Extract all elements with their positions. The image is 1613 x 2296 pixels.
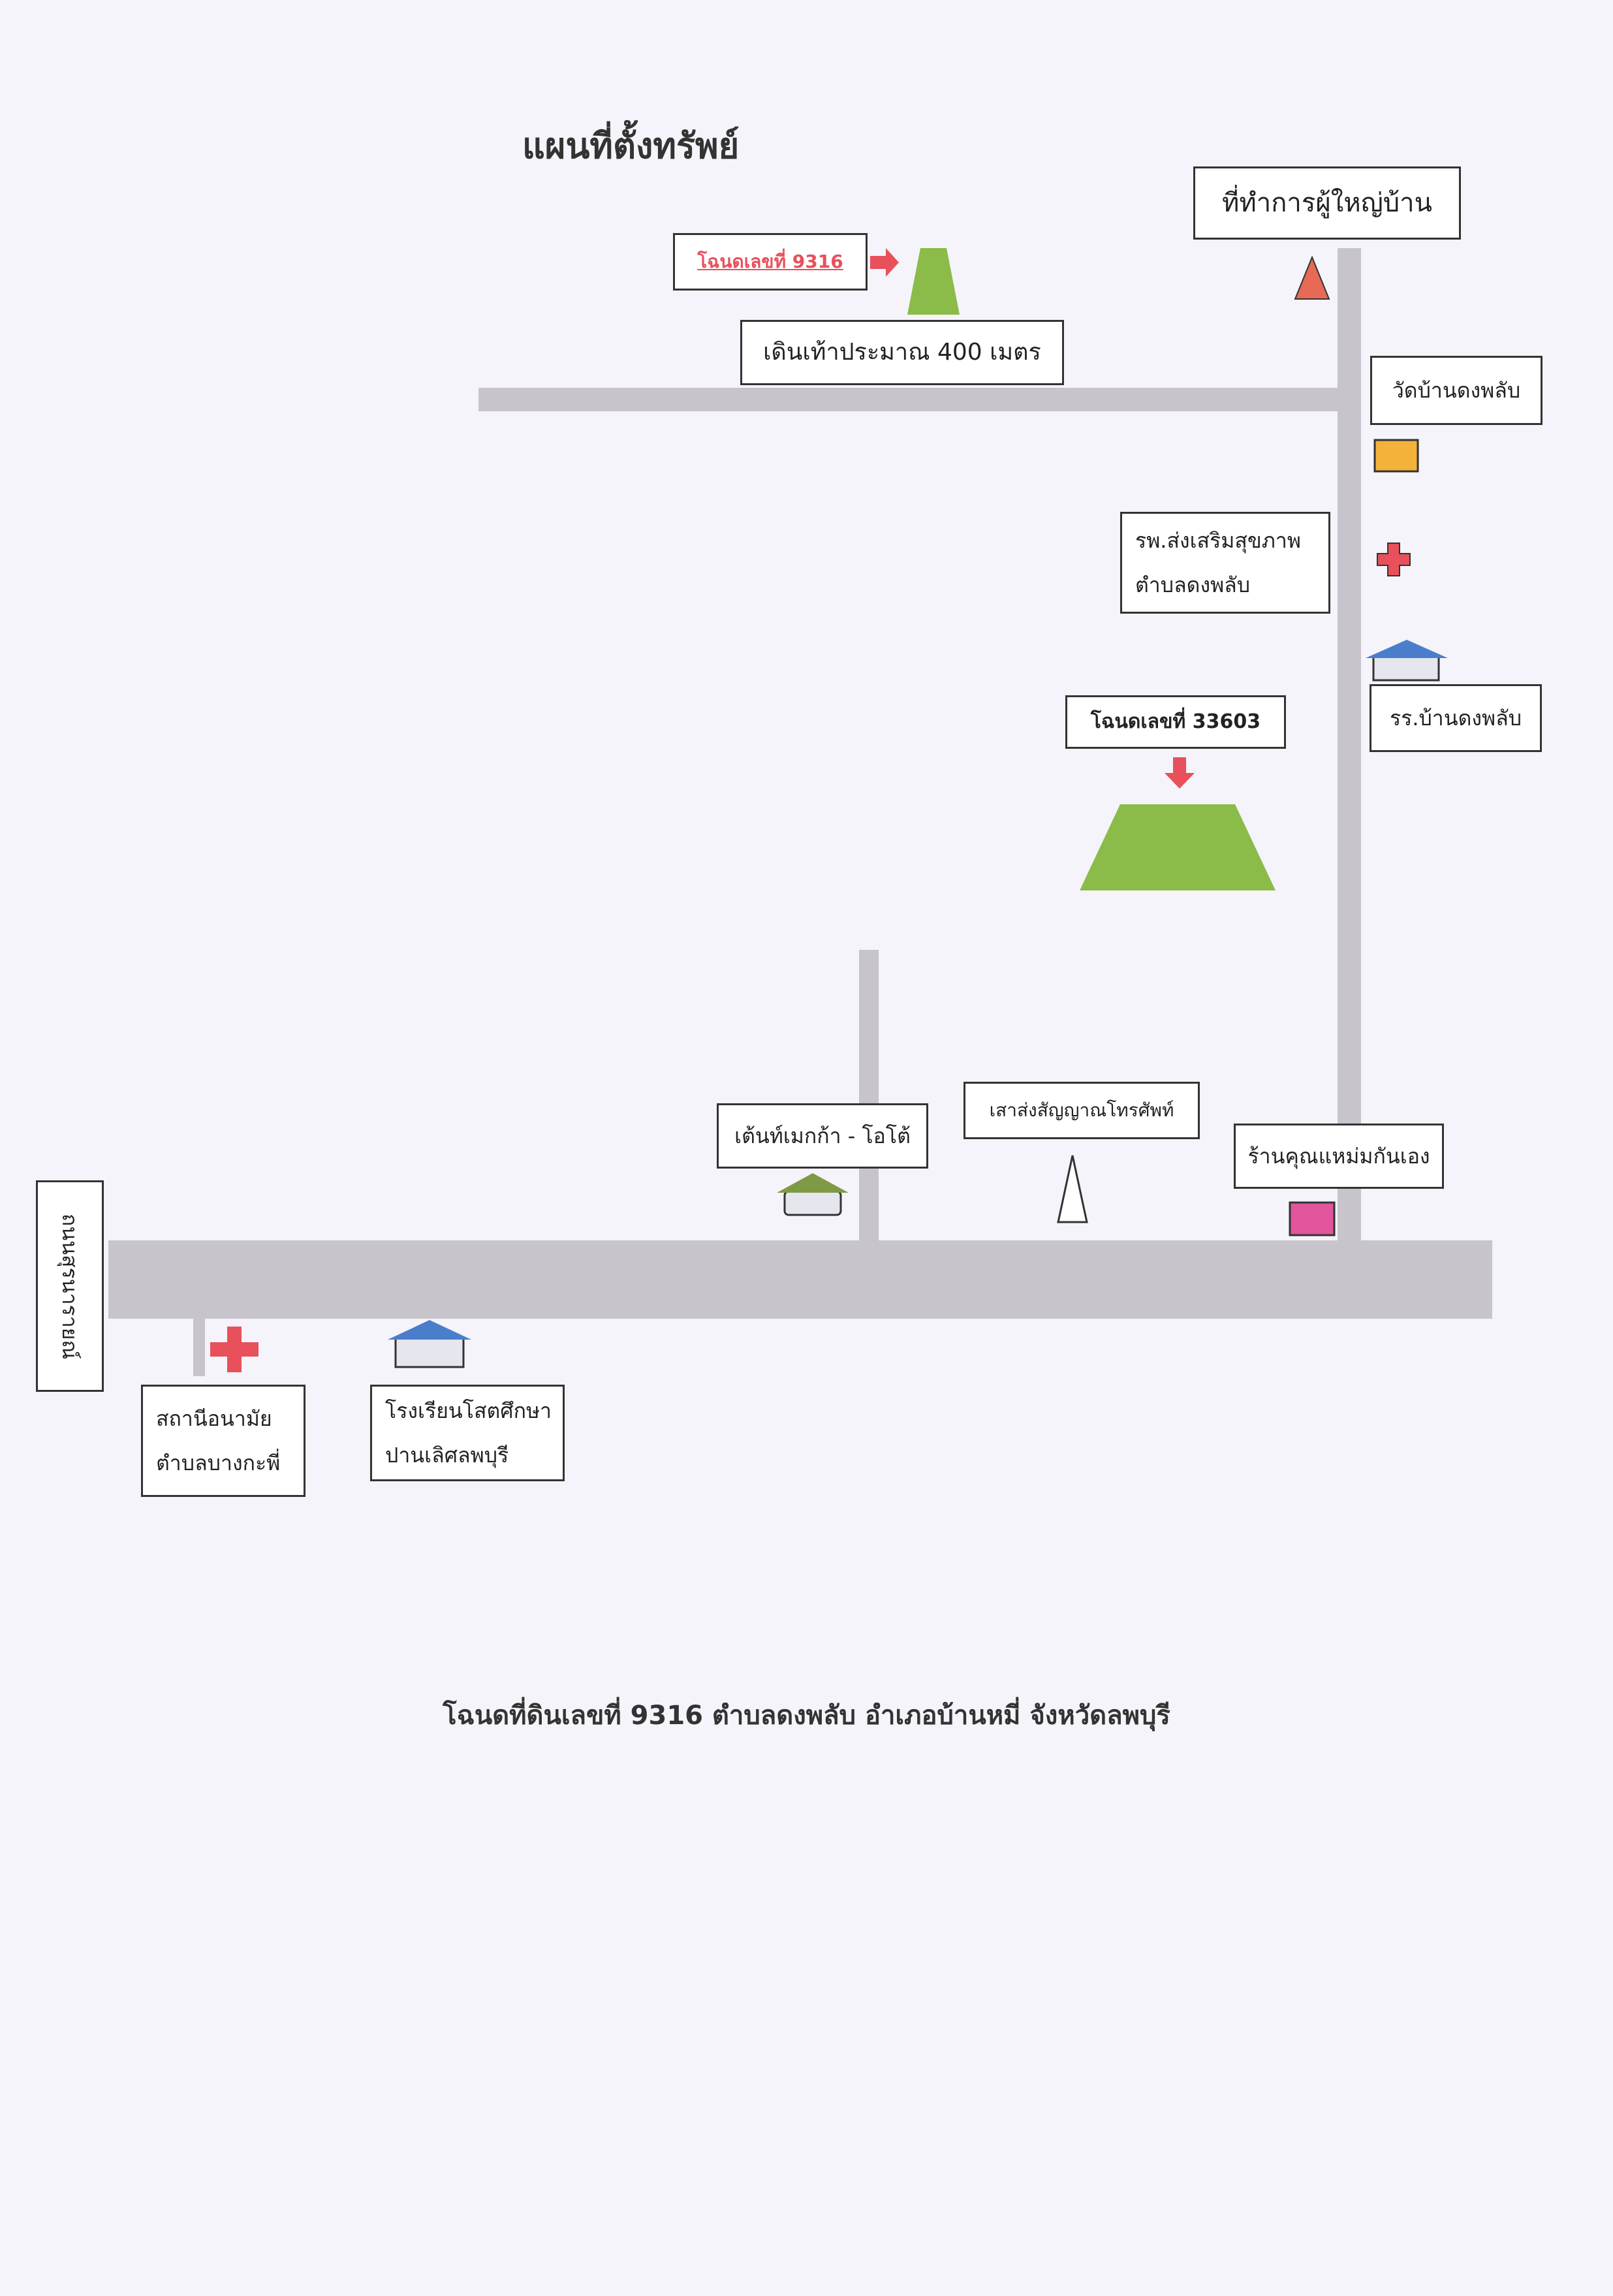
label-tent-text: เต้นท์เมกก้า - โอโต้ <box>734 1124 911 1148</box>
label-shop: ร้านคุณแหม่มกันเอง <box>1234 1124 1444 1189</box>
label-main-road: ถนนสุรนารายณ์ <box>36 1180 104 1392</box>
road-main-surinarai <box>108 1240 1492 1319</box>
health-station-cross-icon <box>210 1327 258 1372</box>
label-telecom-tower-text: เสาส่งสัญญาณโทรศัพท์ <box>989 1099 1174 1121</box>
map-footer-caption: โฉนดที่ดินเลขที่ 9316 ตำบลดงพลับ อำเภอบ้… <box>443 1701 1170 1731</box>
label-village-head-office: ที่ทำการผู้ใหญ่บ้าน <box>1193 166 1461 240</box>
label-tent: เต้นท์เมกก้า - โอโต้ <box>717 1103 928 1169</box>
label-village-head-office-text: ที่ทำการผู้ใหญ่บ้าน <box>1222 188 1432 218</box>
road-side-lane <box>859 950 879 1240</box>
label-health-hospital-line2: ตำบลดงพลับ <box>1135 573 1251 597</box>
label-deed-9316-text: โฉนดเลขที่ 9316 <box>697 251 843 272</box>
road-secondary-vertical <box>1338 248 1361 1247</box>
label-wat-ban-dong-phlap-text: วัดบ้านดงพลับ <box>1392 378 1521 403</box>
map-title: แผนที่ตั้งทรัพย์ <box>522 125 740 166</box>
label-health-hospital-line1: รพ.ส่งเสริมสุขภาพ <box>1135 528 1301 553</box>
label-health-hospital: รพ.ส่งเสริมสุขภาพ ตำบลดงพลับ <box>1120 512 1330 614</box>
label-school-panlert-line1: โรงเรียนโสตศึกษา <box>385 1398 552 1423</box>
road-secondary-horizontal <box>478 388 1340 411</box>
school-icon <box>1366 640 1448 682</box>
label-health-station-line2: ตำบลบางกะพี่ <box>156 1451 281 1475</box>
arrow-right-icon <box>870 248 899 277</box>
village-office-marker-icon <box>1294 255 1330 300</box>
label-shop-text: ร้านคุณแหม่มกันเอง <box>1247 1144 1430 1169</box>
arrow-down-icon <box>1165 757 1195 789</box>
school-panlert-icon <box>388 1320 471 1368</box>
road-side-stub <box>193 1319 205 1376</box>
label-deed-33603: โฉนดเลขที่ 33603 <box>1065 695 1286 749</box>
label-school-panlert-line2: ปานเลิศลพบุรี <box>385 1443 509 1468</box>
plot-33603-icon <box>1080 804 1276 890</box>
label-deed-9316: โฉนดเลขที่ 9316 <box>673 233 868 291</box>
label-walk-distance-text: เดินเท้าประมาณ 400 เมตร <box>763 339 1041 366</box>
label-school-ban-dong-phlap: รร.บ้านดงพลับ <box>1370 684 1542 752</box>
label-walk-distance: เดินเท้าประมาณ 400 เมตร <box>740 320 1064 385</box>
plot-9316-icon <box>907 248 960 315</box>
tent-icon <box>777 1173 849 1216</box>
label-telecom-tower: เสาส่งสัญญาณโทรศัพท์ <box>963 1082 1200 1139</box>
shop-icon <box>1289 1201 1336 1236</box>
label-health-station: สถานีอนามัย ตำบลบางกะพี่ <box>141 1385 305 1497</box>
label-wat-ban-dong-phlap: วัดบ้านดงพลับ <box>1370 356 1543 425</box>
label-school-panlert: โรงเรียนโสตศึกษา ปานเลิศลพบุรี <box>370 1385 565 1481</box>
telecom-tower-icon <box>1057 1155 1088 1223</box>
label-main-road-text: ถนนสุรนารายณ์ <box>57 1213 83 1359</box>
label-school-ban-dong-phlap-text: รร.บ้านดงพลับ <box>1389 706 1522 731</box>
hospital-cross-icon <box>1377 543 1411 576</box>
temple-icon <box>1373 439 1419 473</box>
label-health-station-line1: สถานีอนามัย <box>156 1406 272 1431</box>
label-deed-33603-text: โฉนดเลขที่ 33603 <box>1090 710 1261 733</box>
